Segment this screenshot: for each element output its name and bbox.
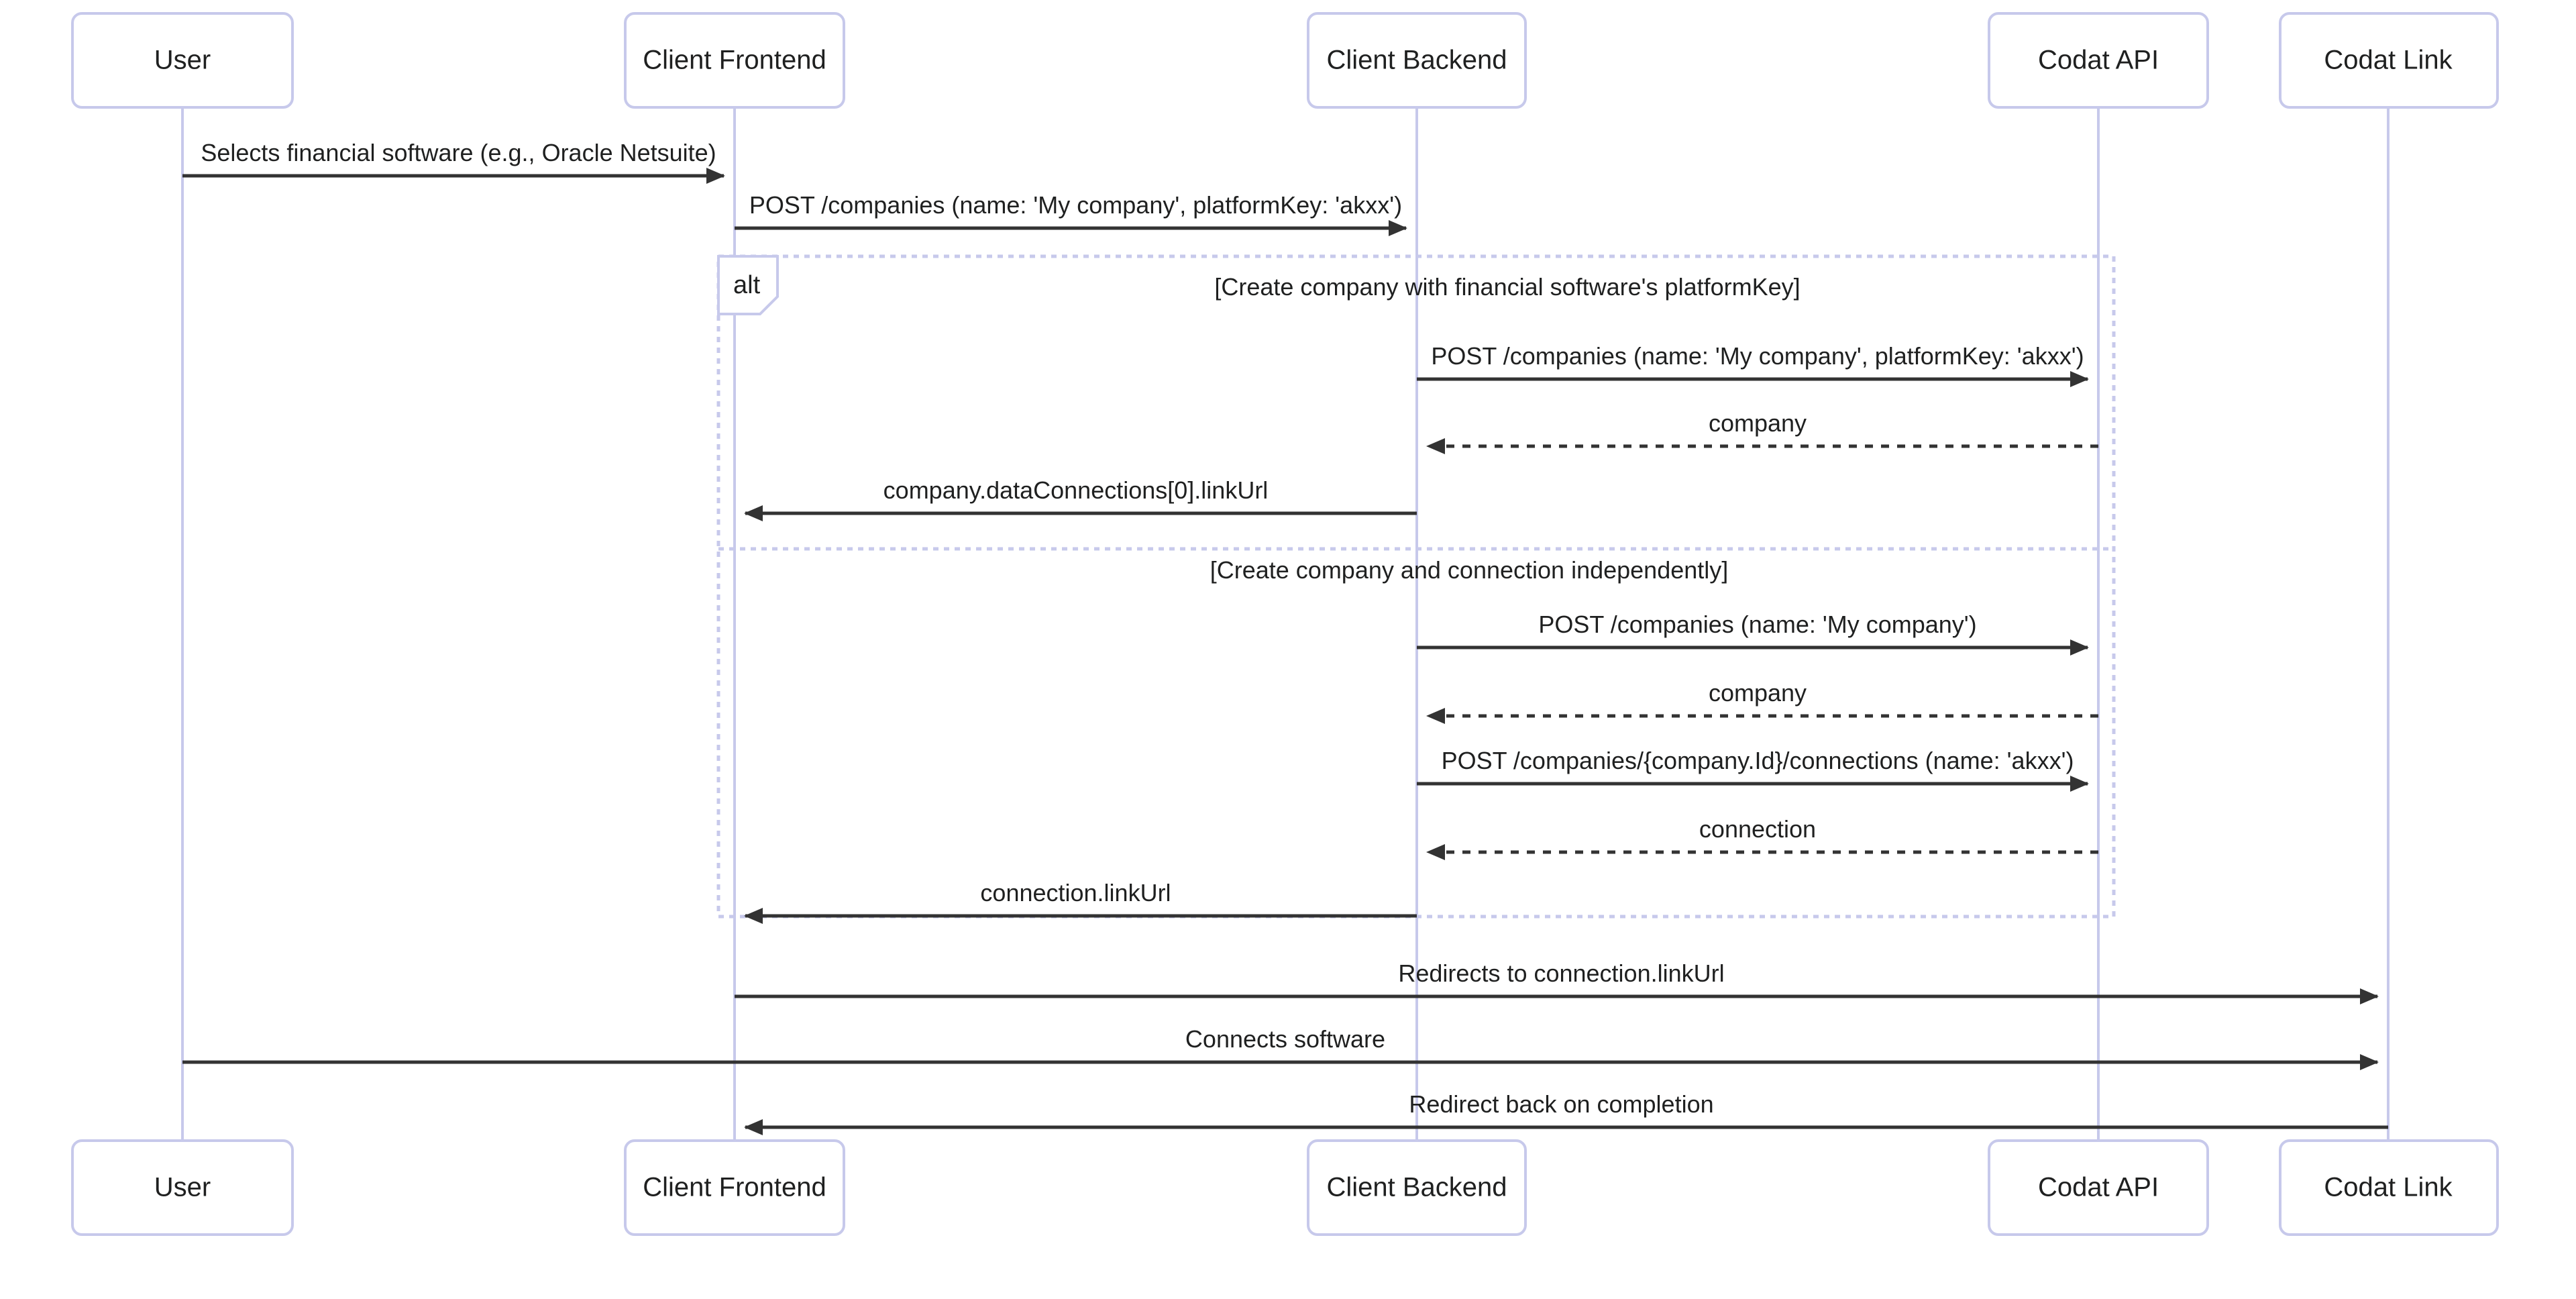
participant-box[interactable] [624,1139,845,1236]
message-m4: company [1426,409,2098,454]
message-m9: connection [1426,815,2098,860]
message-m7: company [1426,679,2098,724]
message-label: POST /companies (name: 'My company', pla… [1431,342,2084,370]
participant-label: Codat Link [2324,1173,2453,1202]
participant-frontend-bottom[interactable]: Client Frontend [624,1139,845,1236]
participant-box[interactable] [1307,12,1527,109]
participant-label: Client Backend [1326,1173,1507,1202]
message-label: connection [1699,815,1816,843]
message-label: company.dataConnections[0].linkUrl [883,476,1269,504]
message-m8: POST /companies/{company.Id}/connections… [1417,747,2089,792]
participant-box[interactable] [71,1139,294,1236]
participant-backend-top[interactable]: Client Backend [1307,12,1527,109]
participant-codatlink-bottom[interactable]: Codat Link [2279,1139,2499,1236]
participant-label: Codat Link [2324,46,2453,75]
message-label: POST /companies (name: 'My company', pla… [749,191,1402,219]
message-label: Selects financial software (e.g., Oracle… [201,139,716,166]
message-label: POST /companies (name: 'My company') [1538,611,1976,638]
alt-label-text: alt [733,271,761,299]
message-label: Connects software [1185,1025,1385,1053]
participant-box[interactable] [2279,1139,2499,1236]
message-m10: connection.linkUrl [744,879,1417,924]
message-label: Redirect back on completion [1409,1090,1713,1118]
message-m13: Redirect back on completion [744,1090,2388,1135]
alt-fragment: alt [Create company with financial softwa… [716,254,2116,919]
message-label: Redirects to connection.linkUrl [1398,959,1724,987]
participant-backend-bottom[interactable]: Client Backend [1307,1139,1527,1236]
participant-box[interactable] [1988,1139,2209,1236]
participant-label: Codat API [2038,46,2159,75]
participant-user-bottom[interactable]: User [71,1139,294,1236]
participant-box[interactable] [1988,12,2209,109]
participant-label: Client Frontend [643,1173,826,1202]
message-label: company [1709,409,1807,437]
participant-frontend-top[interactable]: Client Frontend [624,12,845,109]
participant-codatapi-top[interactable]: Codat API [1988,12,2209,109]
participant-user-top[interactable]: User [71,12,294,109]
participant-label: Codat API [2038,1173,2159,1202]
participant-codatapi-bottom[interactable]: Codat API [1988,1139,2209,1236]
participant-box[interactable] [624,12,845,109]
participant-box[interactable] [2279,12,2499,109]
lifelines-group [181,107,2390,1141]
message-label: company [1709,679,1807,707]
participant-box[interactable] [71,12,294,109]
message-m12: Connects software [182,1025,2379,1070]
participant-label: User [154,46,211,75]
message-m6: POST /companies (name: 'My company') [1417,611,2089,656]
message-m3: POST /companies (name: 'My company', pla… [1417,342,2089,387]
alt-branch-condition-2: [Create company and connection independe… [1210,556,1729,584]
messages-group: Selects financial software (e.g., Oracle… [182,139,2388,1135]
message-m2: POST /companies (name: 'My company', pla… [735,191,1407,236]
alt-label-shape [717,255,779,315]
message-m11: Redirects to connection.linkUrl [735,959,2379,1004]
message-m1: Selects financial software (e.g., Oracle… [182,139,725,184]
participant-label: Client Backend [1326,46,1507,75]
message-m5: company.dataConnections[0].linkUrl [744,476,1417,521]
participant-label: User [154,1173,211,1202]
message-label: POST /companies/{company.Id}/connections… [1442,747,2074,774]
message-label: connection.linkUrl [980,879,1171,906]
participant-codatlink-top[interactable]: Codat Link [2279,12,2499,109]
participant-box[interactable] [1307,1139,1527,1236]
alt-branch-condition-1: [Create company with financial software'… [1214,273,1800,301]
participant-label: Client Frontend [643,46,826,75]
